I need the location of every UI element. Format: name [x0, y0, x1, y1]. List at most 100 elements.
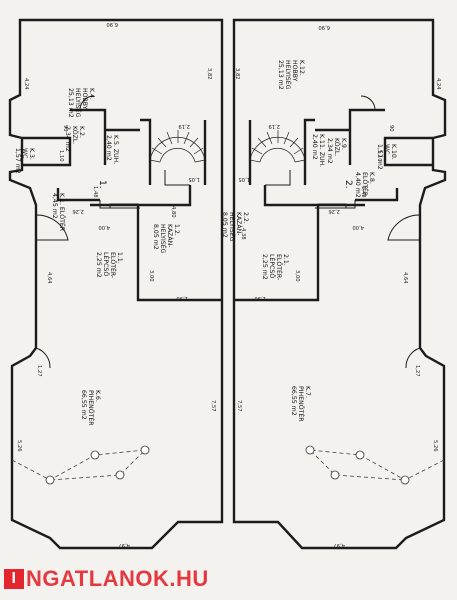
dim-center-left: 3,82	[206, 68, 212, 80]
door-swing-right-entry	[387, 214, 421, 241]
ceiling-light-left-2	[140, 445, 150, 455]
dim-bay-right: 5,26	[432, 440, 438, 452]
room-label-line: 4,45 m2	[51, 193, 58, 219]
room-label-line: 2,34 m2	[64, 126, 71, 152]
room-label-right-pihenoter: K.7.PIHENŐTÉR66,55 m2	[290, 386, 311, 422]
ceiling-light-right-2	[305, 445, 315, 455]
light-trace-left	[11, 449, 147, 481]
room-label-line: 25,13 m2	[67, 88, 74, 118]
room-label-line: 8,05 m2	[152, 224, 159, 250]
left-unit-outline	[8, 18, 224, 550]
dim-105-left: 1,05	[188, 176, 200, 182]
room-label-line: PIHENŐTÉR	[87, 390, 96, 426]
dim-105-right: 1,05	[238, 176, 250, 182]
wall-right-hall	[355, 188, 399, 202]
dim-stair-right: 2,19	[268, 123, 280, 129]
watermark-logo-icon: I	[4, 569, 24, 589]
room-label-line: 2,40 m2	[105, 135, 112, 161]
door-swing-right-bay	[405, 347, 421, 369]
section-marker-right: 2.	[343, 180, 353, 189]
room-label-line: K.6.	[94, 390, 101, 402]
room-label-line: K.8.	[368, 172, 375, 184]
wall-right-kazan	[234, 205, 320, 302]
dim-door-right: 1,90	[254, 295, 266, 301]
dim-90-left: 90	[62, 125, 68, 132]
room-label-left-eloter: K.1. ELŐTÉR4,45 m2	[51, 193, 67, 232]
dim-226-left: 2,26	[72, 208, 84, 214]
dim-center-right: 3,82	[234, 68, 240, 80]
room-label-line: 1.1.	[116, 252, 123, 264]
room-label-left-pihenoter: K.6.PIHENŐTÉR66,55 m2	[80, 390, 101, 426]
room-label-right-hobby: K.12.HOBBYHELYISÉG25,13 m2	[277, 60, 305, 90]
section-markers: 1. 2.	[97, 180, 353, 189]
lighting-layout	[11, 445, 445, 485]
dim-226-right: 2,26	[328, 208, 340, 214]
wall-left-stair	[140, 118, 207, 185]
dim-h-right: 4,38	[240, 228, 246, 240]
wall-left-hall	[56, 188, 100, 202]
dim-148-left: 1,48	[92, 186, 98, 198]
room-label-right-kazan: 2.2.KAZÁN-HELYISÉG8,05 m2	[221, 212, 249, 242]
room-label-line: ELŐTÉR	[361, 172, 370, 197]
dim-stair-left: 2,19	[178, 123, 190, 129]
room-label-left-kozl: K.2.KÖZL.2,34 m2	[64, 126, 85, 152]
dim-mid-left: 7,57	[210, 400, 216, 412]
room-label-line: KÖZL.	[333, 138, 342, 156]
room-label-left-wc: K.3.WC1,57 m2	[14, 148, 35, 174]
ceiling-light-right-3	[400, 475, 410, 485]
wall-right-eloter	[263, 185, 365, 207]
right-unit-outline	[232, 18, 447, 550]
dim-148-right: 1,48	[360, 186, 366, 198]
dim-top-left: 6,90	[106, 21, 118, 27]
door-swing-left-entry	[35, 214, 69, 241]
dim-top-right: 6,90	[318, 24, 330, 30]
wall-right-stair	[248, 118, 315, 185]
room-label-line: 2.2.	[242, 212, 249, 224]
outer-walls	[8, 18, 447, 550]
room-label-line: WC	[383, 144, 390, 154]
room-label-right-wc: K.10.WC1,57 m2	[376, 144, 397, 170]
interior-walls	[22, 108, 433, 302]
wall-right-wc	[383, 136, 433, 167]
room-label-line: 4,40 m2	[354, 172, 361, 198]
dim-width-left: 4,00	[98, 224, 110, 230]
site-watermark: I NGATLANOK.HU	[4, 566, 209, 592]
room-label-line: K.3.	[28, 148, 35, 160]
wall-left-kozl	[70, 108, 107, 165]
watermark-text: NGATLANOK.HU	[26, 566, 209, 591]
wall-left-kazan	[136, 205, 222, 302]
wall-right-kozl	[348, 108, 385, 165]
room-label-line: HELYISÉG	[74, 88, 83, 118]
wall-left-wc	[22, 136, 72, 167]
dim-lower-right: 4,64	[402, 272, 408, 284]
room-label-line: 2.1.	[282, 254, 289, 266]
room-label-right-zuh: K.11. ZUH.2,40 m2	[311, 134, 325, 167]
wall-left-eloter	[90, 185, 192, 207]
room-label-left-zuh: K.5. ZUH.2,40 m2	[105, 135, 119, 164]
room-label-line: 8,05 m2	[221, 212, 228, 238]
section-marker-left: 1.	[97, 180, 107, 189]
room-label-line: HOBBY	[291, 60, 298, 82]
room-label-line: PIHENŐTÉR	[297, 386, 306, 422]
room-label-left-eloterlepcso: 1.1.ELŐTÉR-LÉPCSŐ2,25 m2	[95, 252, 123, 278]
door-swing-right-kozl	[360, 95, 376, 111]
room-label-line: KAZÁN-	[235, 212, 244, 236]
room-label-right-eloter: K.8.ELŐTÉR4,40 m2	[354, 172, 375, 198]
room-label-line: K.1. ELŐTÉR	[58, 193, 67, 232]
spiral-stair-right	[249, 130, 306, 186]
room-label-line: HELYISÉG	[159, 224, 168, 254]
light-trace-right	[308, 449, 445, 481]
dim-width-right: 4,00	[352, 224, 364, 230]
room-label-line: K.10.	[390, 144, 397, 160]
door-swing-left-bay	[35, 347, 51, 369]
dim-90-right: 90	[388, 125, 394, 132]
dim-left-side: 4,24	[23, 78, 29, 90]
room-label-line: 1.2.	[173, 224, 180, 236]
dim-h-left: 4,80	[170, 206, 176, 218]
door-swing-left-kozl	[79, 95, 95, 111]
dim-corner-right: 1,27	[414, 365, 420, 377]
room-label-line: K.11. ZUH.	[318, 134, 325, 167]
room-label-line: 2,25 m2	[261, 254, 268, 280]
room-label-line: K.7.	[304, 386, 311, 398]
